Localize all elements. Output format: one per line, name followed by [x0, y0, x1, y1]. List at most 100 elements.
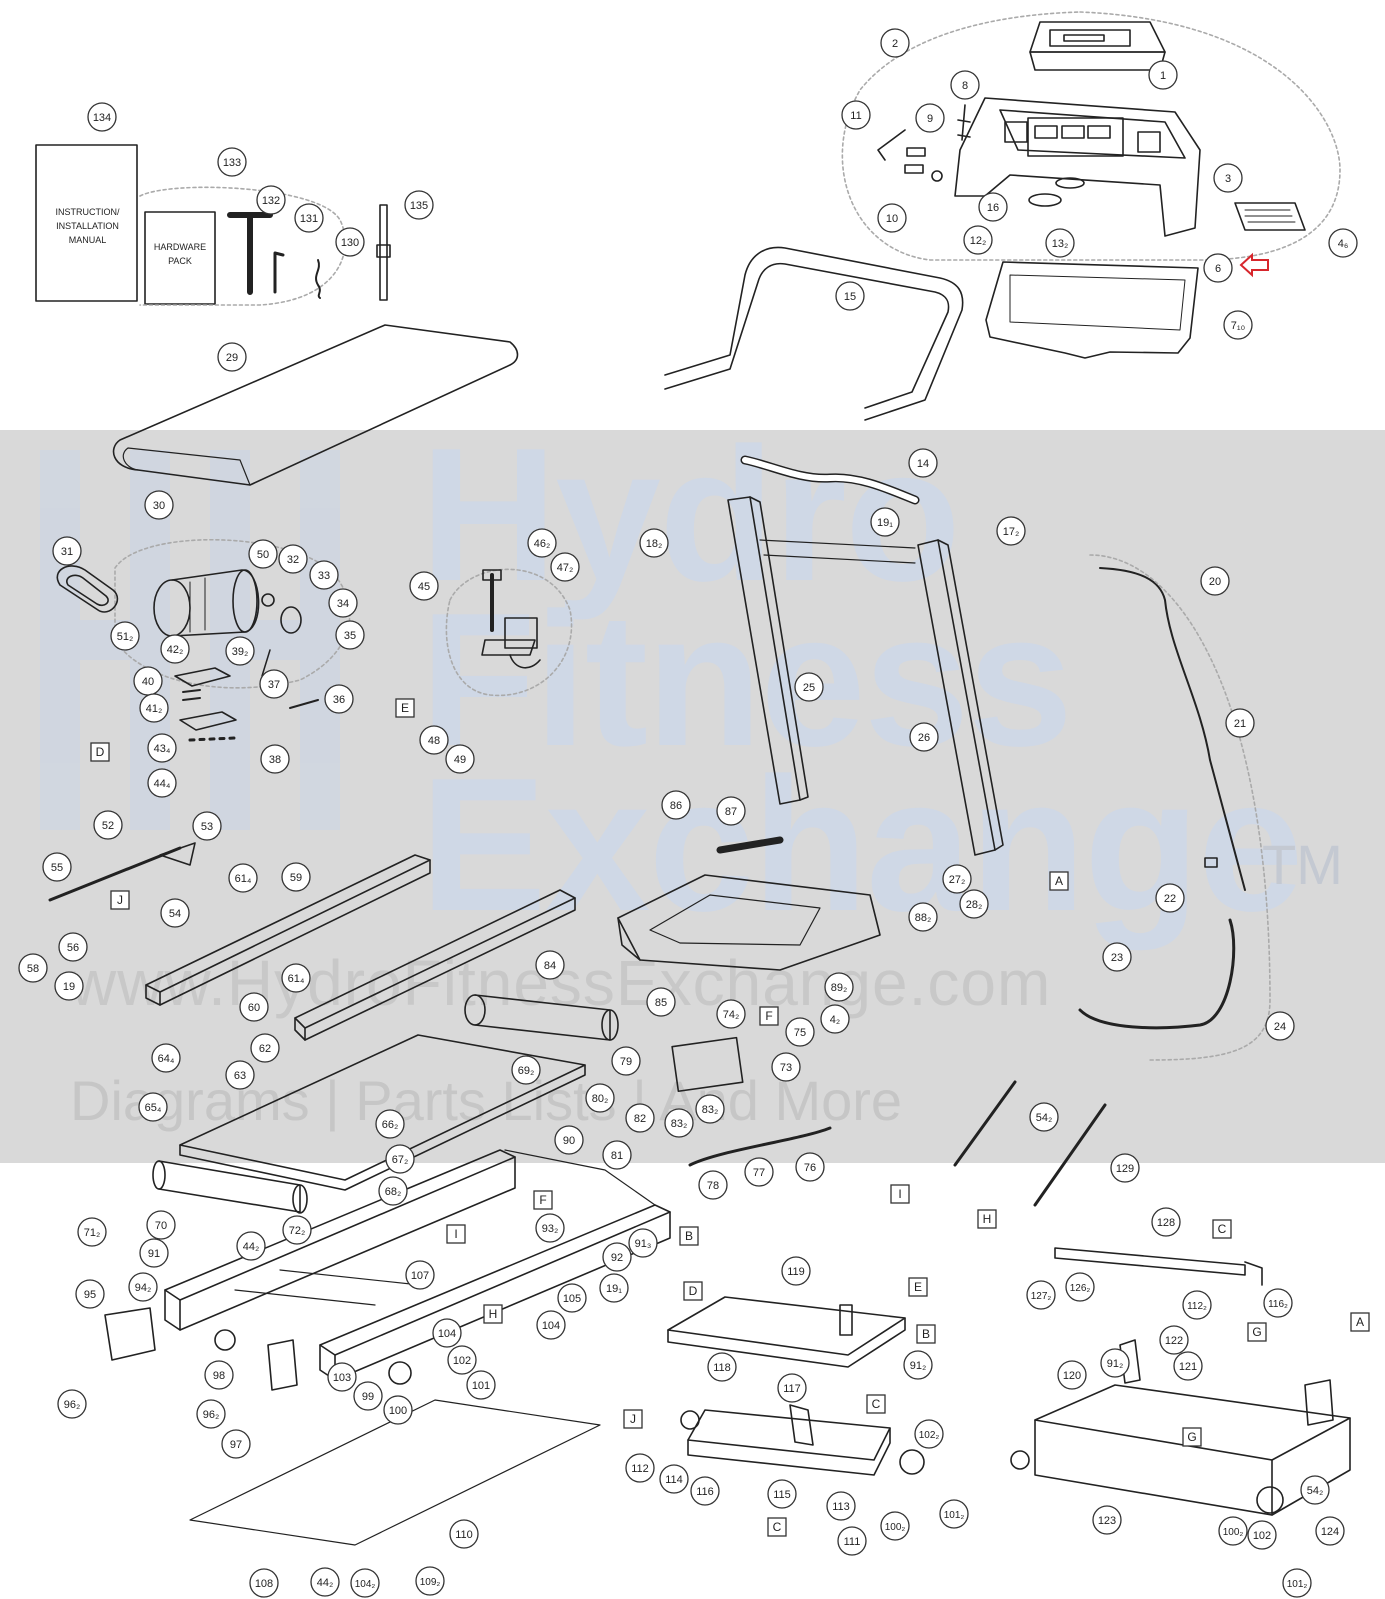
callout-2: 2 [880, 28, 910, 58]
tag-label: C [872, 1397, 881, 1411]
callout-50: 50 [248, 539, 278, 569]
tag-label: I [898, 1187, 901, 1201]
tag-G: G [1247, 1322, 1267, 1342]
callout-circle [248, 539, 278, 569]
callout-label: 53 [201, 821, 213, 833]
callout-circle [335, 227, 365, 257]
connector-22 [1204, 857, 1218, 868]
callout-circle [204, 1360, 234, 1390]
tag-label: G [1187, 1430, 1196, 1444]
end-cap-97 [267, 1339, 298, 1391]
callout-label: 121 [1179, 1361, 1197, 1373]
callout-circle [826, 1491, 856, 1521]
callout-circle [1203, 253, 1233, 283]
callout-circle [659, 1464, 689, 1494]
bracket-53 [159, 842, 196, 866]
callout-label: 13₂ [1052, 238, 1069, 250]
callout-label: 66₂ [382, 1119, 399, 1131]
callout-62: 62 [250, 1033, 280, 1063]
callout-label: 93₂ [542, 1223, 559, 1235]
callout-12₂: 12₂ [963, 225, 993, 255]
callout-label: 115 [773, 1489, 791, 1501]
callout-53: 53 [192, 811, 222, 841]
callout-label: 58 [27, 963, 39, 975]
clip-9a [906, 147, 926, 157]
tag-box [483, 1304, 503, 1324]
callout-label: 8 [962, 80, 968, 92]
callout-21: 21 [1225, 708, 1255, 738]
callout-44₂: 44₂ [310, 1567, 340, 1597]
callout-85: 85 [646, 987, 676, 1017]
callout-label: 101 [472, 1380, 490, 1392]
tag-A: A [1049, 871, 1069, 891]
callout-circle [909, 722, 939, 752]
tag-box [1049, 871, 1069, 891]
callout-circle [794, 672, 824, 702]
callout-52: 52 [93, 810, 123, 840]
callout-6: 6 [1203, 253, 1233, 283]
callout-103: 103 [327, 1362, 357, 1392]
callout-circle [903, 1350, 933, 1380]
callout-label: 128 [1157, 1217, 1175, 1229]
callout-label: 47₂ [557, 562, 574, 574]
callout-circle [139, 1238, 169, 1268]
callout-116₂: 116₂ [1263, 1288, 1293, 1318]
callout-label: 97 [230, 1439, 242, 1451]
callout-circle [880, 1511, 910, 1541]
callout-label: 131 [300, 213, 318, 225]
callout-label: 104 [438, 1328, 456, 1340]
tag-label: I [454, 1227, 457, 1241]
callout-88₂: 88₂ [908, 902, 938, 932]
bracket-40 [174, 667, 231, 687]
callout-label: 38 [269, 754, 281, 766]
callout-circle [1200, 566, 1230, 596]
tag-J: J [110, 890, 130, 910]
callout-24: 24 [1265, 1011, 1295, 1041]
callout-83₂: 83₂ [664, 1108, 694, 1138]
tag-box [908, 1277, 928, 1297]
callout-19₁: 19₁ [599, 1273, 629, 1303]
running-belt-part [112, 324, 519, 486]
callout-circle [1315, 1516, 1345, 1546]
wire-24 [1078, 918, 1236, 1030]
callout-label: 39₂ [232, 646, 249, 658]
tag-box [446, 1224, 466, 1244]
callout-label: 64₄ [158, 1053, 175, 1065]
callout-111: 111 [837, 1526, 867, 1556]
cable-11 [877, 129, 906, 161]
callout-circle [837, 1526, 867, 1556]
callout-label: 14 [917, 458, 929, 470]
callout-59: 59 [281, 862, 311, 892]
callout-label: 2 [892, 38, 898, 50]
tag-C: C [866, 1394, 886, 1414]
tag-label: B [685, 1229, 693, 1243]
callout-label: 44₂ [317, 1577, 334, 1589]
callout-label: 114 [665, 1474, 683, 1486]
callout-123: 123 [1092, 1505, 1122, 1535]
tag-label: A [1356, 1315, 1364, 1329]
console-overlay-part [1029, 21, 1166, 71]
callout-35: 35 [335, 620, 365, 650]
tag-box [1247, 1322, 1267, 1342]
callout-label: 96₂ [203, 1409, 220, 1421]
callout-circle [1057, 1360, 1087, 1390]
callout-circle [160, 898, 190, 928]
callout-circle [1045, 228, 1075, 258]
motor-part [153, 569, 260, 637]
callout-circle [419, 725, 449, 755]
callout-label: 7₁₀ [1231, 320, 1245, 332]
callout-label: 77 [753, 1167, 765, 1179]
callout-label: 19₁ [877, 517, 893, 529]
callout-label: 21 [1234, 718, 1246, 730]
tag-box [916, 1324, 936, 1344]
callout-circle [841, 100, 871, 130]
callout-circle [1265, 1011, 1295, 1041]
callout-circle [327, 1362, 357, 1392]
callout-label: 87 [725, 806, 737, 818]
callout-91: 91 [139, 1238, 169, 1268]
tag-box [1212, 1219, 1232, 1239]
callout-label: 62 [259, 1043, 271, 1055]
tag-label: C [1218, 1222, 1227, 1236]
